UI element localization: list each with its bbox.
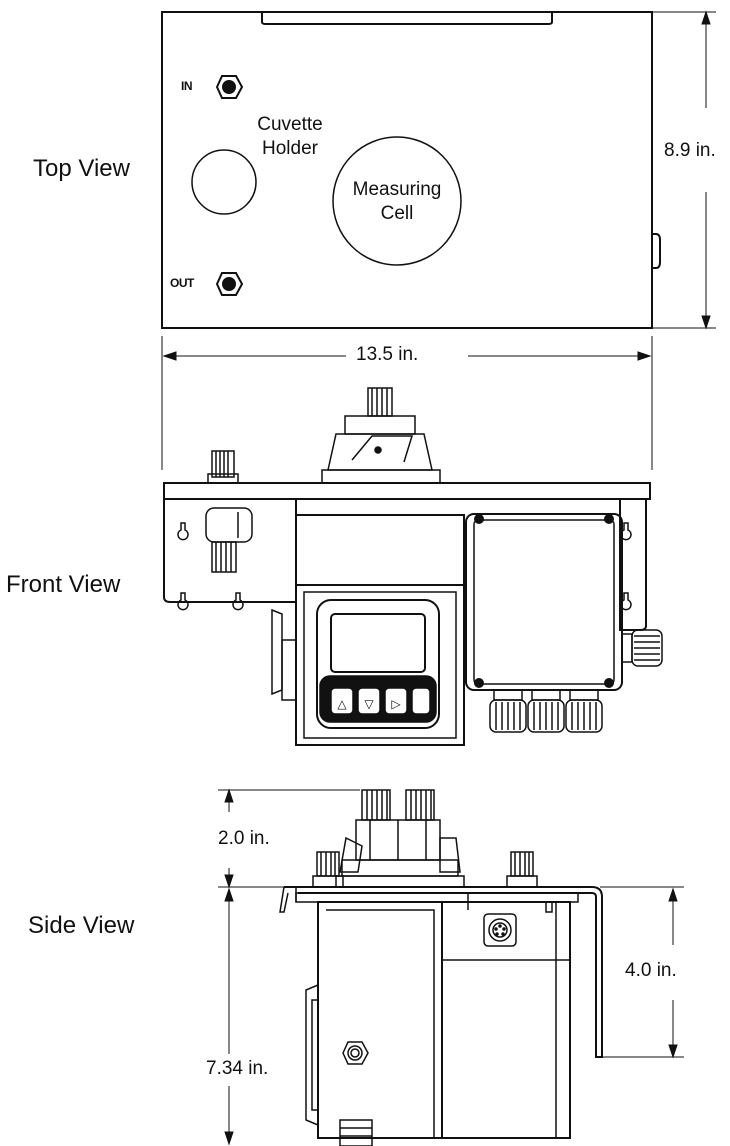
dim-width <box>161 336 653 470</box>
cuvette-line-2: Holder <box>262 138 318 159</box>
measuring-cell-circle <box>332 136 462 266</box>
measuring-cell-label: Measuring Cell <box>337 178 457 226</box>
side-electronics-box <box>441 901 571 1139</box>
in-label: IN <box>181 79 193 93</box>
side-fitting-right <box>506 851 538 888</box>
sensor-cap <box>321 387 441 484</box>
keyhole-slots <box>177 522 632 611</box>
dim-side-upper-label: 2.0 in. <box>214 828 274 850</box>
controller-button-right <box>384 687 408 715</box>
dim-height-top <box>701 10 711 330</box>
right-bracket <box>619 499 647 631</box>
cuvette-line-1: Cuvette <box>257 114 323 135</box>
front-top-plate <box>163 482 651 500</box>
cable-glands <box>489 629 663 733</box>
cuvette-holder-circle <box>191 149 257 215</box>
dim-height-top-label: 8.9 in. <box>660 140 720 162</box>
btn-label-down: ▽ <box>364 697 374 711</box>
dim-width-label: 13.5 in. <box>352 344 423 366</box>
controller-button-up <box>330 687 354 715</box>
side-sensor-cap <box>335 789 465 888</box>
dim-side-body <box>224 887 234 1146</box>
left-bracket <box>163 499 297 603</box>
side-main-housing <box>317 901 443 1139</box>
in-fitting-icon <box>215 75 244 99</box>
dim-side-body-label: 7.34 in. <box>202 1058 273 1080</box>
flow-valve <box>205 507 253 573</box>
dim-side-depth <box>668 887 678 1059</box>
controller-display <box>330 613 426 673</box>
side-tab <box>652 233 661 269</box>
junction-box <box>465 513 623 691</box>
side-view-label: Side View <box>28 912 135 939</box>
btn-label-right: ▷ <box>391 697 401 711</box>
inlet-fitting-top <box>207 450 239 484</box>
cell-line-2: Cell <box>380 203 414 224</box>
side-connector-icon <box>483 913 517 947</box>
top-plate-edge <box>261 12 553 25</box>
side-view-drawing <box>218 789 684 1146</box>
top-view-label: Top View <box>33 155 130 182</box>
cuvette-holder-label: Cuvette Holder <box>240 113 340 161</box>
controller-face <box>316 599 440 729</box>
controller-button-enter <box>411 687 431 715</box>
controller-unit: △ ▽ ▷ <box>271 584 465 746</box>
dim-side-upper <box>224 788 234 889</box>
controller-button-down <box>357 687 381 715</box>
top-view-drawing <box>161 11 716 329</box>
front-view-drawing: △ ▽ ▷ <box>163 387 663 746</box>
out-fitting-icon <box>215 272 244 296</box>
out-label: OUT <box>170 276 194 290</box>
side-housing-fitting-icon <box>342 1041 369 1065</box>
side-top-plate <box>284 886 603 1058</box>
side-fitting-left <box>312 851 344 888</box>
front-view-label: Front View <box>6 571 121 598</box>
top-plate-outline <box>161 11 653 329</box>
side-cable-gland <box>339 1119 373 1146</box>
dim-side-depth-label: 4.0 in. <box>621 960 681 982</box>
cell-line-1: Measuring <box>352 179 442 200</box>
btn-label-up: △ <box>337 697 347 711</box>
center-housing <box>295 514 465 586</box>
